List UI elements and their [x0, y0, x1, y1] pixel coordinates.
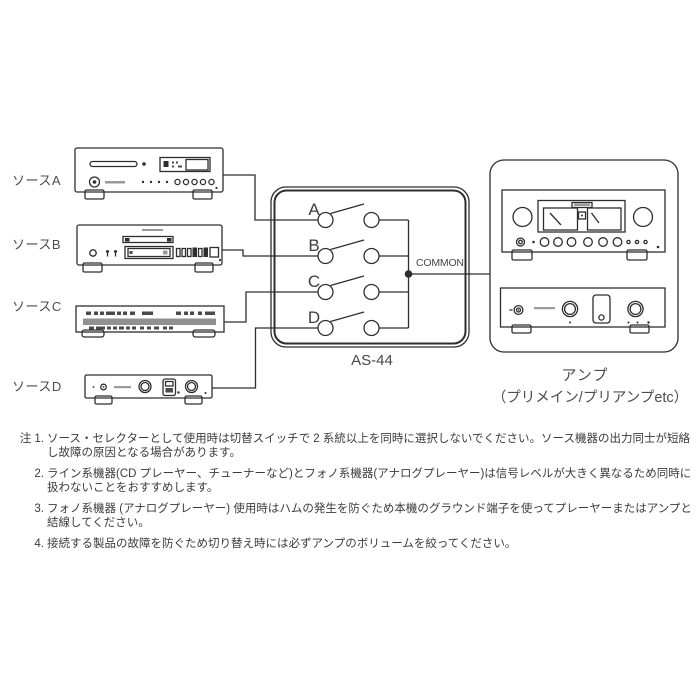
- knob: [627, 300, 644, 318]
- knob: [561, 300, 579, 318]
- notes: 注 1. ソース・セレクターとして使用時は切替スイッチで 2 系統以上を同時に選…: [10, 433, 694, 560]
- selector-switch: [162, 378, 177, 397]
- integrated-amp: [501, 189, 666, 261]
- switch-c: [317, 275, 409, 301]
- note-1-number: 注 1.: [19, 433, 44, 445]
- note-3: 3. フォノ系機器 (アナログプレーヤー) 使用時はハムの発生を防ぐため本機のグ…: [10, 503, 694, 530]
- source-d-label: ソースD: [12, 379, 62, 394]
- amp-title: アンプ: [561, 367, 609, 384]
- small-knob-row: [539, 237, 623, 247]
- common-node: [404, 270, 413, 278]
- switch-b: [317, 239, 409, 265]
- as44-switch-box: [270, 186, 470, 348]
- note-2: 2. ライン系機器(CD プレーヤー、チューナーなど)とフォノ系機器(アナログプ…: [10, 468, 694, 495]
- note-3-text: フォノ系機器 (アナログプレーヤー) 使用時はハムの発生を防ぐため本機のグラウン…: [47, 503, 692, 529]
- source-c-label: ソースC: [12, 299, 62, 314]
- display-bar: [83, 318, 216, 325]
- power-led: [647, 321, 650, 324]
- note-3-number: 3.: [34, 503, 44, 515]
- power-led: [656, 245, 660, 249]
- power-led: [204, 392, 207, 394]
- note-2-text: ライン系機器(CD プレーヤー、チューナーなど)とフォノ系機器(アナログプレーヤ…: [47, 468, 692, 494]
- switch-a-letter: A: [308, 200, 320, 219]
- button-row-top: [86, 311, 215, 315]
- knob: [632, 206, 654, 228]
- switch-b-letter: B: [308, 236, 320, 255]
- switch-d-letter: D: [307, 308, 321, 327]
- headphone-jack: [515, 237, 526, 247]
- source-device-b: [76, 224, 223, 273]
- switch-d: [317, 311, 409, 337]
- note-4-number: 4.: [34, 538, 44, 550]
- amp-subtitle: （プリメイン/プリアンプetc）: [491, 390, 689, 406]
- power-led: [218, 258, 222, 262]
- knob: [512, 206, 533, 228]
- button-row-bottom: [89, 326, 173, 330]
- note-4: 4. 接続する製品の故障を防ぐため切り替え時には必ずアンプのボリュームを絞ってく…: [10, 538, 694, 552]
- source-b-label: ソースB: [12, 237, 62, 252]
- preamp: [499, 287, 666, 334]
- source-device-a: [74, 147, 224, 200]
- source-device-d: [84, 374, 213, 405]
- note-1: 注 1. ソース・セレクターとして使用時は切替スイッチで 2 系統以上を同時に選…: [10, 433, 694, 460]
- switch-c-letter: C: [307, 272, 321, 291]
- source-a-label: ソースA: [12, 173, 62, 188]
- disc-tray: [89, 160, 138, 168]
- vu-meter-left: [542, 207, 579, 231]
- power-led: [215, 186, 218, 190]
- disc-tray: [122, 235, 174, 244]
- input-jack: [513, 304, 524, 316]
- display-window: [159, 156, 211, 173]
- vu-meter-right: [586, 207, 622, 231]
- switch-a: [317, 203, 409, 229]
- meter-panel: [537, 199, 626, 233]
- note-1-text: ソース・セレクターとして使用時は切替スイッチで 2 系統以上を同時に選択しないで…: [47, 433, 690, 459]
- common-label: COMMON: [416, 257, 464, 269]
- amplifier-box: [489, 159, 679, 353]
- wires: [212, 174, 490, 389]
- note-2-number: 2.: [34, 468, 44, 480]
- display-window: [592, 294, 611, 324]
- as44-model-label: AS-44: [351, 352, 393, 369]
- display-window: [124, 245, 174, 260]
- note-4-text: 接続する製品の故障を防ぐため切り替え時には必ずアンプのボリュームを絞ってください…: [47, 538, 517, 550]
- source-device-c: [75, 305, 225, 338]
